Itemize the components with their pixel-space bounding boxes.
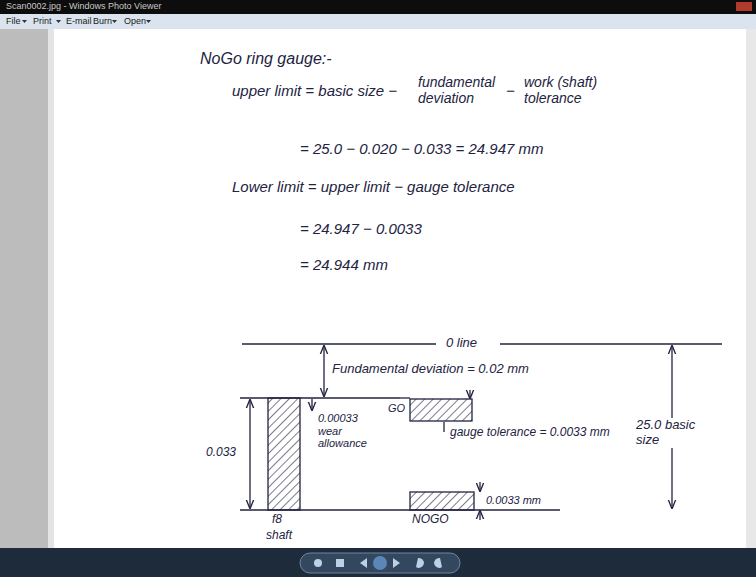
menu-item: Burn: [93, 16, 112, 26]
control-icons: [314, 556, 442, 570]
menu-item: Open: [124, 16, 146, 26]
control-pill: [300, 553, 460, 573]
formula-value: = 24.944 mm: [300, 256, 388, 273]
zero-line-label: 0 line: [444, 336, 479, 351]
dimension-label: gauge tolerance = 0.0033 mm: [450, 426, 610, 440]
zone-label: f8: [272, 513, 282, 527]
menu-item: E-mail: [66, 16, 92, 26]
formula-text: upper limit = basic size −: [232, 82, 397, 99]
side-frame: [0, 29, 48, 548]
dimension-label: 0.00033 wear allowance: [318, 412, 380, 450]
dimension-label: 0.033: [206, 446, 236, 460]
zone-label: NOGO: [412, 513, 449, 527]
zone-label: GO: [388, 402, 405, 415]
close-button: [736, 2, 752, 11]
menu-item: Print: [33, 16, 52, 26]
formula-text: fundamental deviation: [418, 74, 508, 106]
dimension-label: 25.0 basic size: [634, 418, 702, 448]
tolerance-diagram: [240, 344, 722, 520]
formula-text: work (shaft) tolerance: [524, 74, 624, 106]
window-title: Scan0002.jpg - Windows Photo Viewer: [6, 1, 161, 11]
menu-item: File: [6, 16, 21, 26]
menu-bar: [0, 14, 756, 29]
formula-value: = 24.947 − 0.0033: [300, 220, 422, 237]
page-edge: [746, 29, 756, 548]
formula-value: = 25.0 − 0.020 − 0.033 = 24.947 mm: [300, 140, 544, 157]
zone-label: shaft: [266, 529, 292, 543]
dimension-label: Fundamental deviation = 0.02 mm: [332, 362, 529, 377]
formula-text: Lower limit = upper limit − gauge tolera…: [232, 178, 515, 195]
formula-text: −: [506, 82, 515, 99]
page-edge: [48, 29, 54, 548]
control-bar: [0, 548, 756, 577]
title-bar: [0, 0, 756, 14]
dimension-label: 0.0033 mm: [486, 494, 541, 507]
heading: NoGo ring gauge:-: [200, 50, 332, 68]
